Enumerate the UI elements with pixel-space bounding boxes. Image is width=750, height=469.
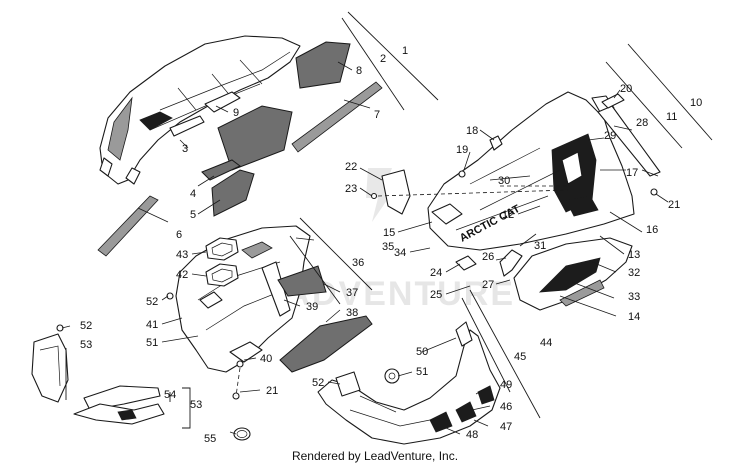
callout-4: 4 — [190, 188, 196, 200]
callout-51: 51 — [416, 366, 428, 378]
callout-37: 37 — [346, 287, 358, 299]
callout-32: 32 — [628, 267, 640, 279]
grommet-55 — [233, 427, 251, 441]
console-assembly — [175, 225, 311, 373]
callout-16: 16 — [646, 224, 658, 236]
washer-19 — [458, 170, 466, 178]
callout-9: 9 — [233, 107, 239, 119]
callout-17: 17 — [626, 167, 638, 179]
callout-50: 50 — [416, 346, 428, 358]
gasket-43 — [205, 237, 239, 261]
callout-38: 38 — [346, 307, 358, 319]
bracket-50 — [455, 321, 473, 347]
belly-pan — [317, 329, 501, 445]
callout-2: 2 — [380, 53, 386, 65]
callout-25: 25 — [430, 289, 442, 301]
gasket-42 — [205, 263, 239, 287]
pad-38 — [279, 315, 373, 373]
callout-22: 22 — [345, 161, 357, 173]
callout-7: 7 — [374, 109, 380, 121]
callout-15: 15 — [383, 227, 395, 239]
callout-11: 11 — [666, 111, 677, 123]
callout-labels: 1 2 8 9 7 3 4 5 6 20 10 11 28 29 18 19 2… — [80, 45, 702, 445]
foam-pad-upper — [217, 105, 293, 171]
callout-45: 45 — [514, 351, 526, 363]
callout-18: 18 — [466, 125, 478, 137]
callout-41: 41 — [146, 319, 158, 331]
callout-53-far: 53 — [80, 339, 92, 351]
callout-28: 28 — [636, 117, 648, 129]
callout-33: 33 — [628, 291, 640, 303]
callout-10: 10 — [690, 97, 702, 109]
screw-52a — [166, 292, 174, 300]
callout-21-right: 21 — [668, 199, 680, 211]
callout-43: 43 — [176, 249, 188, 261]
callout-52-left: 52 — [146, 296, 158, 308]
side-panel-53 — [31, 333, 69, 403]
clip-20 — [601, 93, 625, 109]
callout-13: 13 — [628, 249, 640, 261]
rivet-21-right — [650, 188, 658, 196]
callout-36: 36 — [352, 257, 364, 269]
callout-5: 5 — [190, 209, 196, 221]
pad-37 — [277, 265, 327, 297]
panel-54-lower — [73, 403, 165, 425]
callout-14: 14 — [628, 311, 640, 323]
foam-pad-4 — [201, 159, 241, 181]
callout-19: 19 — [456, 144, 468, 156]
bracket-52c — [335, 371, 361, 397]
callout-20: 20 — [620, 83, 632, 95]
callout-34: 34 — [394, 247, 406, 259]
callout-3: 3 — [182, 143, 188, 155]
callout-46: 46 — [500, 401, 512, 413]
callout-1: 1 — [402, 45, 408, 57]
callout-44: 44 — [540, 337, 552, 349]
callout-49: 49 — [500, 379, 512, 391]
cable-26 — [499, 249, 523, 277]
render-credit: Rendered by LeadVenture, Inc. — [291, 449, 459, 463]
bracket-lines — [65, 11, 713, 429]
screw-23 — [370, 192, 378, 200]
callout-47: 47 — [500, 421, 512, 433]
callout-51-left: 51 — [146, 337, 158, 349]
callout-55: 55 — [204, 433, 216, 445]
side-panel-assembly: ARCTIC CAT — [427, 91, 635, 251]
callout-48: 48 — [466, 429, 478, 441]
callout-52-far: 52 — [80, 320, 92, 332]
foam-pad-5 — [211, 169, 255, 217]
callout-24: 24 — [430, 267, 442, 279]
callout-29: 29 — [604, 130, 616, 142]
callout-54: 54 — [164, 389, 176, 401]
callout-30: 30 — [498, 175, 510, 187]
leader-lines — [61, 61, 669, 435]
callout-40: 40 — [260, 353, 272, 365]
callout-31: 31 — [534, 240, 546, 252]
lower-side-panel — [513, 237, 633, 311]
seal-strip-6 — [97, 195, 159, 257]
bracket-22 — [381, 169, 411, 215]
hood-assembly — [99, 35, 301, 185]
callout-21-left: 21 — [266, 385, 278, 397]
callout-27: 27 — [482, 279, 494, 291]
callout-26: 26 — [482, 251, 494, 263]
callout-23: 23 — [345, 183, 357, 195]
callout-52: 52 — [312, 377, 324, 389]
callout-53: 53 — [190, 399, 202, 411]
callout-39: 39 — [306, 301, 318, 313]
foam-pad-8 — [295, 41, 351, 89]
callout-12: 12 — [502, 209, 514, 221]
strap-24 — [455, 255, 477, 271]
seal-strip-7 — [291, 81, 383, 153]
callout-6: 6 — [176, 229, 182, 241]
callout-8: 8 — [356, 65, 362, 77]
callout-42: 42 — [176, 269, 188, 281]
callout-35: 35 — [382, 241, 394, 253]
rivet-40 — [236, 360, 244, 368]
grommet-51 — [384, 368, 400, 384]
